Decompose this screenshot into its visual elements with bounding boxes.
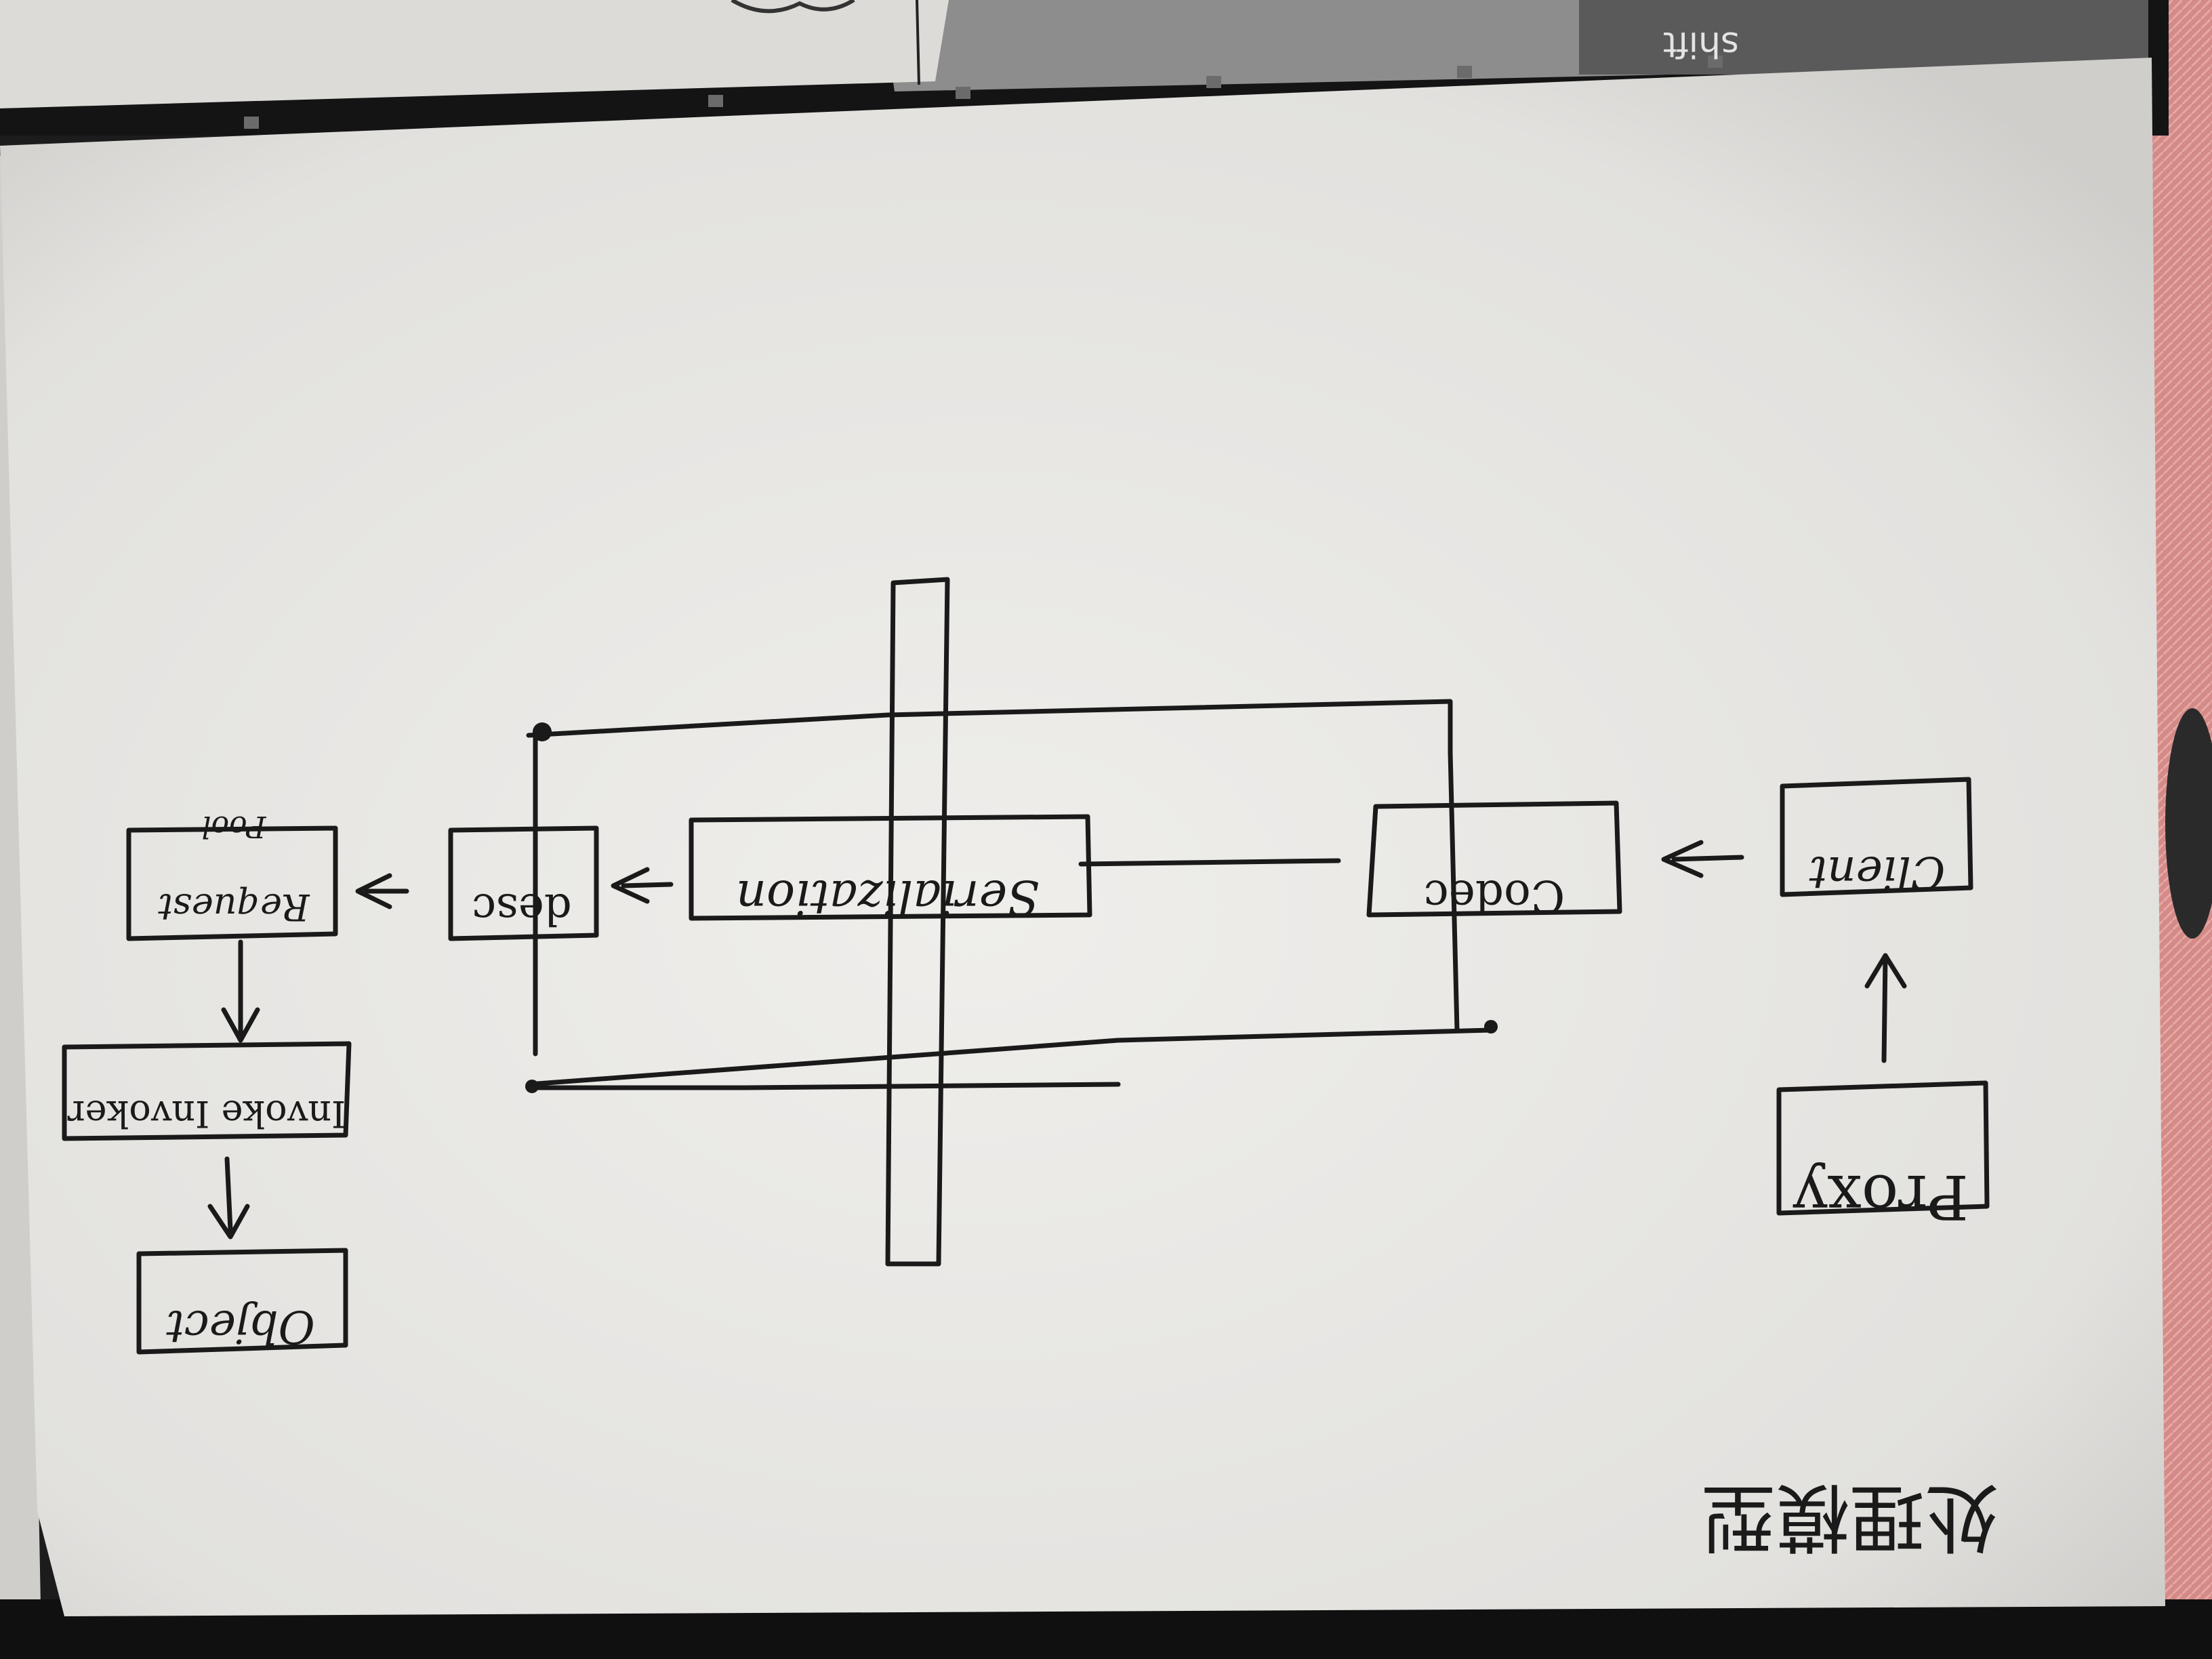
- codec-box: [1366, 800, 1622, 918]
- background-sheet-line: [916, 0, 920, 85]
- arrow-proxy-client: [1881, 953, 1888, 1063]
- arrowhead-serialization-desc: [611, 867, 650, 904]
- frame-bottom: [526, 1027, 1494, 1087]
- desc-box: [448, 825, 599, 941]
- frame-right-dot: [1484, 1020, 1498, 1033]
- proxy-label: Proxy: [1793, 1161, 1969, 1232]
- arrowhead-client-codec: [1661, 840, 1704, 878]
- invoker-box: [62, 1041, 352, 1141]
- line-codec-serialization: [1078, 858, 1341, 867]
- arrowhead-request-invoker: [221, 1007, 260, 1043]
- background-scribble: [731, 0, 855, 14]
- request-note-label: Pool: [202, 809, 267, 844]
- dark-object: [2165, 708, 2212, 939]
- codec-label: Codec: [1424, 870, 1565, 922]
- frame-corner-dot: [533, 722, 552, 741]
- vertical-bar: [885, 577, 950, 1267]
- proxy-box: [1776, 1080, 1990, 1216]
- serialization-box: [689, 814, 1092, 921]
- frame-lower-line: [526, 1082, 1121, 1090]
- arrow-invoker-object: [224, 1156, 233, 1233]
- lower-line-dot: [525, 1080, 539, 1093]
- invoker-label: Invoke Invoker: [68, 1092, 346, 1135]
- arrowhead-invoker-object: [207, 1204, 250, 1240]
- arrowhead-desc-request: [355, 873, 392, 909]
- speaker-grille: [244, 56, 1723, 129]
- object-label: Object: [166, 1300, 315, 1353]
- diagram-title: 处理模型: [1701, 1473, 1999, 1560]
- arrowhead-proxy-client: [1864, 953, 1907, 989]
- arrow-client-codec: [1671, 855, 1744, 862]
- client-box: [1780, 777, 1973, 897]
- serialization-label: Serialization: [736, 869, 1040, 925]
- desc-label: desc: [472, 884, 572, 934]
- client-label: Client: [1809, 846, 1945, 899]
- request-box: [126, 825, 338, 941]
- background-sheet: [0, 0, 949, 108]
- request-label: Request: [158, 886, 310, 928]
- object-box: [136, 1248, 348, 1355]
- frame-top-right: [526, 699, 1460, 1033]
- paper: [0, 58, 2165, 1616]
- arrow-serialization-desc: [621, 882, 674, 888]
